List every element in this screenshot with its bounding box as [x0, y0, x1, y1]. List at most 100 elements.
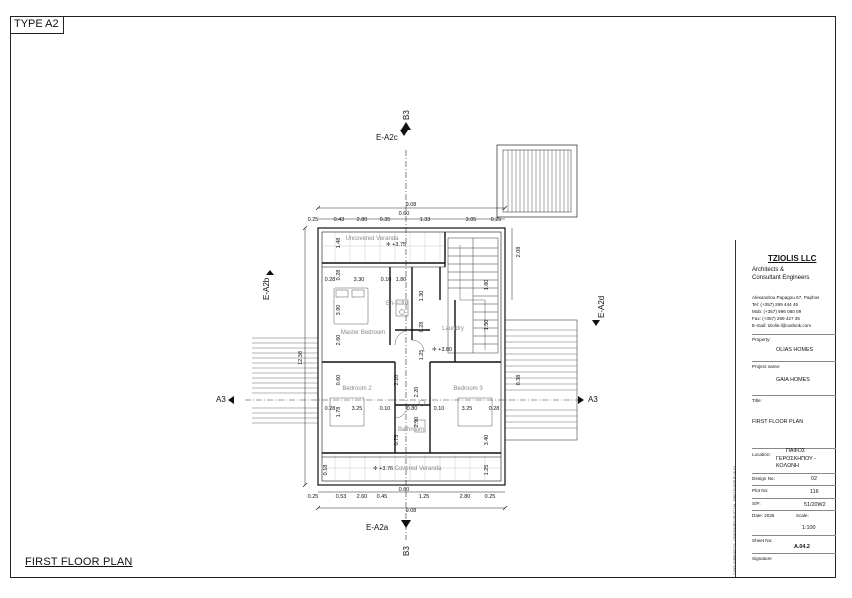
- room-uncovered-veranda: Uncovered Veranda: [345, 236, 399, 242]
- center-top-dim: 0.60: [399, 211, 410, 217]
- project-label: Project name:: [752, 364, 781, 369]
- project-value: GAIA HOMES: [776, 377, 810, 383]
- label-b3-bottom: B3: [402, 546, 411, 556]
- tb-divider: [752, 361, 836, 362]
- bottom-chain-4: 1.25: [419, 494, 430, 500]
- overall-bottom-dim: 9.08: [406, 508, 417, 514]
- bottom-chain-0: 0.25: [308, 494, 319, 500]
- label-ea2c: E-A2c: [376, 133, 398, 142]
- bottom-chain-3: 0.45: [377, 494, 388, 500]
- misc-dim-10: 2.90: [414, 417, 420, 428]
- design-value: 02: [811, 476, 817, 482]
- level-bottom-veranda: ✛ +3.76: [373, 465, 393, 472]
- fixtures: [329, 287, 493, 433]
- tb-divider: [752, 334, 836, 335]
- section-marker-arrows: [228, 122, 600, 528]
- firm-email: E-mail: tziolis-l@outlook.com: [752, 323, 812, 329]
- bottom-chain-2: 2.60: [357, 494, 368, 500]
- inner-row1-3: 1.80: [396, 277, 407, 283]
- misc-dim-6: 1.30: [419, 291, 425, 302]
- top-chain-2: 2.80: [357, 217, 368, 223]
- scale-value: 1:100: [802, 525, 816, 531]
- left-vertical-dim: 12.38: [298, 351, 304, 365]
- firm-tel: Tel: (+357) 269 444 45: [752, 302, 799, 308]
- top-chain-0: 0.25: [308, 217, 319, 223]
- misc-dim-4: 0.60: [336, 375, 342, 386]
- tb-divider: [752, 485, 836, 486]
- firm-address: Alexandrou Papagou 57, Paphos: [752, 295, 820, 300]
- center-bottom-dim: 0.60: [399, 487, 410, 493]
- misc-dim-8: 1.25: [419, 350, 425, 361]
- location-value-2: ΓΕΡΟΣΚΗΠΟΥ - ΚΟΛΩΝΗ: [776, 456, 816, 469]
- date-label: Date: 2025: [752, 513, 775, 518]
- label-ea2a: E-A2a: [366, 523, 389, 532]
- misc-dim-15: 0.38: [516, 375, 522, 386]
- drawing-frame: [10, 16, 836, 578]
- inner-row1-2: 0.10: [381, 277, 392, 283]
- inner-row2-5: 3.25: [462, 406, 473, 412]
- outer-walls: [317, 227, 506, 486]
- tb-divider: [752, 473, 836, 474]
- type-tag: TYPE A2: [10, 16, 64, 34]
- top-chain-6: 0.25: [491, 217, 502, 223]
- internal-walls: [322, 232, 501, 458]
- bottom-chain-5: 2.80: [460, 494, 471, 500]
- level-marks: ✛ +3.75 ✛ +3.80 ✛ +3.76: [373, 241, 452, 472]
- dimension-labels: 9.08 0.60 0.25 0.43 2.80 0.35 1.33 3.05 …: [298, 202, 522, 514]
- firm-fax: Fax: (+357) 269 427 35: [752, 316, 800, 322]
- veranda-tiles: [322, 232, 501, 481]
- top-chain-5: 3.05: [466, 217, 477, 223]
- sheet-label: Sheet No:: [752, 538, 773, 543]
- right-vertical-dim: 2.08: [516, 247, 522, 258]
- label-b3-top: B3: [402, 110, 411, 120]
- level-landing: ✛ +3.80: [432, 346, 452, 353]
- room-covered-veranda: Covered Veranda: [395, 466, 442, 472]
- misc-dim-9: 2.20: [414, 387, 420, 398]
- internal-stair: [447, 237, 499, 354]
- level-top-veranda: ✛ +3.75: [386, 241, 406, 248]
- exterior-stair: [496, 144, 578, 218]
- room-laundry: Laundry: [442, 326, 464, 332]
- inner-row2-1: 3.25: [352, 406, 363, 412]
- location-label: Location:: [752, 452, 771, 457]
- bottom-chain-1: 0.53: [336, 494, 347, 500]
- inner-row2-3: 0.80: [407, 406, 418, 412]
- property-label: Property:: [752, 337, 771, 342]
- room-master-bedroom: Master Bedroom: [341, 330, 385, 336]
- tb-divider: [752, 510, 836, 511]
- plot-label: Plot No:: [752, 488, 769, 493]
- room-bedroom-3: Bedroom 3: [453, 386, 483, 392]
- label-ea2b: E-A2b: [262, 277, 271, 300]
- bottom-chain-6: 0.25: [485, 494, 496, 500]
- top-chain-3: 0.35: [380, 217, 391, 223]
- sp-value: 51/20W2: [804, 502, 826, 508]
- inner-row2-2: 0.10: [380, 406, 391, 412]
- axis-lines: [245, 150, 580, 540]
- firm-subtitle-1: Architects &: [752, 267, 785, 273]
- inner-row2-4: 0.10: [434, 406, 445, 412]
- title-block: Z:\ZIOLIS\PROJECTS - GEROSKIPOU\PLOT 116…: [733, 240, 836, 577]
- firm-subtitle: Architects & Consultant Engineers: [752, 267, 809, 283]
- sp-label: S/P:: [752, 501, 761, 506]
- label-ea2d: E-A2d: [597, 296, 606, 318]
- misc-dim-5: 1.78: [336, 407, 342, 418]
- room-bedroom-2: Bedroom 2: [342, 386, 372, 392]
- firm-name: TZIOLIS LLC: [768, 254, 817, 263]
- sheet-value: A.04.2: [794, 544, 810, 550]
- firm-subtitle-2: Consultant Engineers: [752, 274, 810, 281]
- location-value-1: ΠΑΦΟΣ: [786, 448, 806, 454]
- misc-dim-13: 3.40: [484, 435, 490, 446]
- misc-dim-17: 2.10: [394, 375, 400, 386]
- tb-divider: [752, 395, 836, 396]
- misc-dim-12: 1.50: [484, 320, 490, 331]
- inner-row2-0: 0.28: [325, 406, 336, 412]
- top-chain-1: 0.43: [334, 217, 345, 223]
- design-label: Design No:: [752, 476, 775, 481]
- title-value: FIRST FLOOR PLAN: [752, 419, 804, 425]
- room-ensuite: En-suite: [386, 301, 409, 307]
- misc-dim-1: 0.28: [336, 270, 342, 281]
- title-block-side-text: Z:\ZIOLIS\PROJECTS - GEROSKIPOU\PLOT 116…: [733, 466, 737, 575]
- misc-dim-7: 0.28: [419, 322, 425, 333]
- top-chain-4: 1.33: [420, 217, 431, 223]
